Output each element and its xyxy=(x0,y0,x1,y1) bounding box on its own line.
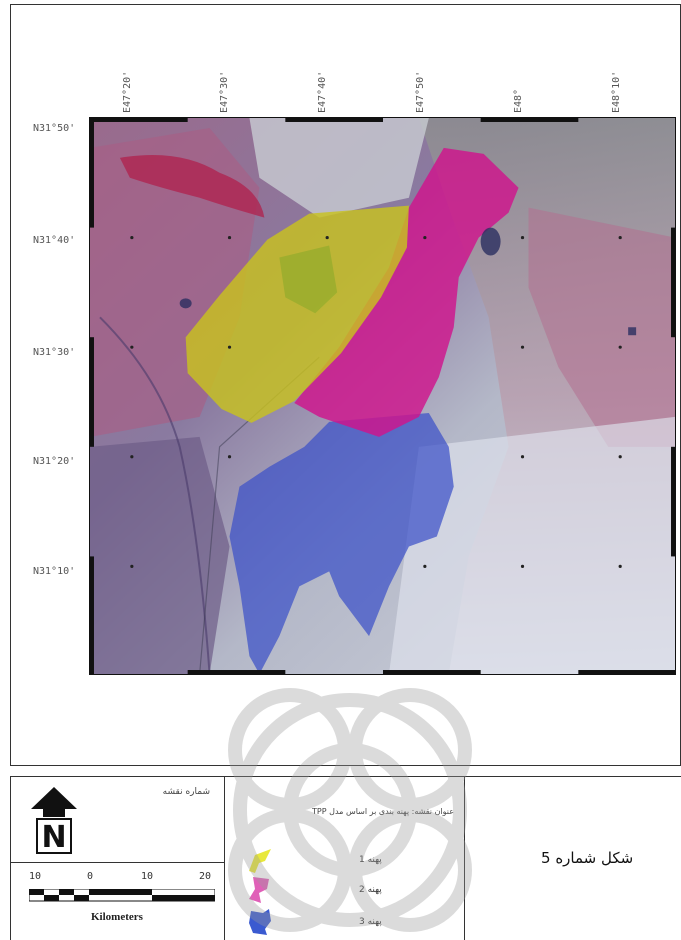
frame-segment xyxy=(187,670,286,674)
graticule-point xyxy=(130,345,134,349)
north-arrow-icon: N xyxy=(31,787,77,855)
map-number-label: شماره نقشه xyxy=(162,787,210,797)
northern-plain xyxy=(249,118,429,218)
scale-bar-segment xyxy=(74,895,89,901)
frame-segment xyxy=(90,118,188,122)
graticule-point xyxy=(520,564,525,568)
lon-tick: E47°40' xyxy=(317,70,328,113)
scale-bar-segment xyxy=(89,889,152,895)
legend-panel: N شماره نقشه 10 0 10 20 Kilometers عنوان… xyxy=(10,776,681,940)
map-canvas xyxy=(90,118,675,674)
zone-3-swatch-shape xyxy=(249,909,271,935)
legend-item-zone-3: پهنه 3 xyxy=(245,907,455,937)
zone-1-swatch xyxy=(249,849,271,873)
scale-bar-segment xyxy=(59,889,74,895)
lake xyxy=(480,227,501,256)
scale-bar: 10 0 10 20 Kilometers xyxy=(29,871,219,931)
lat-tick: N31°30' xyxy=(33,347,76,358)
caption-cell: شکل شماره 5 xyxy=(465,777,681,940)
zone-2-polygon xyxy=(294,147,519,437)
graticule-point xyxy=(618,345,622,349)
frame-segment xyxy=(382,670,481,674)
north-cell: N شماره نقشه xyxy=(11,777,225,863)
graticule-point xyxy=(423,235,427,240)
legend-cell: عنوان نقشه: پهنه بندی بر اساس مدل TPP په… xyxy=(225,777,465,940)
north-arrow-head xyxy=(31,787,77,817)
graticule-point xyxy=(130,564,134,568)
graticule-point xyxy=(227,455,232,459)
scale-label: 10 xyxy=(141,871,154,882)
frame-segment xyxy=(90,337,94,447)
scale-bar-segment xyxy=(44,895,59,901)
frame-segment xyxy=(578,670,675,674)
frame-border xyxy=(90,118,675,674)
frame-segment xyxy=(671,227,675,338)
graticule-point xyxy=(520,345,525,349)
satellite-map[interactable] xyxy=(89,117,676,675)
eastern-fields xyxy=(528,207,675,447)
graticule-point xyxy=(618,235,622,240)
lake xyxy=(179,298,192,309)
zone-3-swatch xyxy=(249,909,271,935)
lon-tick: E47°50' xyxy=(415,70,426,113)
legend-label: پهنه 1 xyxy=(359,855,382,865)
scale-bar-graphic xyxy=(29,889,215,902)
graticule-point xyxy=(520,455,525,459)
graticule-point xyxy=(227,235,232,240)
river xyxy=(99,316,211,674)
scale-label: 10 xyxy=(29,871,42,882)
legend-item-zone-1: پهنه 1 xyxy=(245,845,455,875)
frame-segment xyxy=(90,556,94,674)
lat-tick: N31°40' xyxy=(33,235,76,246)
lon-tick: E47°30' xyxy=(219,70,230,113)
frame-segment xyxy=(90,118,94,228)
scale-bar-segment xyxy=(29,889,44,895)
legend-item-zone-2: پهنه 2 xyxy=(245,875,455,905)
wetland xyxy=(119,155,265,218)
zone-1-green-patch xyxy=(279,245,338,314)
graticule-point xyxy=(618,564,622,568)
graticule-point xyxy=(325,235,329,240)
graticule-point xyxy=(130,235,134,240)
zone-2-swatch xyxy=(249,877,269,903)
legend-label: پهنه 3 xyxy=(359,917,382,927)
graticule-point xyxy=(520,235,525,240)
lat-tick: N31°20' xyxy=(33,456,76,467)
lat-tick: N31°10' xyxy=(33,566,76,577)
bright-plain xyxy=(388,416,675,674)
lon-tick: E48°10' xyxy=(611,70,622,113)
frame-segment xyxy=(285,118,383,122)
frame-segment xyxy=(480,118,579,122)
lat-tick: N31°50' xyxy=(33,123,76,134)
graticule-point xyxy=(423,564,427,568)
graticule-points xyxy=(130,235,622,568)
lon-tick: E47°20' xyxy=(122,70,133,113)
zone-3-polygon xyxy=(229,412,454,674)
scale-label: 0 xyxy=(87,871,94,882)
zone-1-polygon xyxy=(185,205,409,423)
north-letter-box xyxy=(36,818,72,854)
graticule-point xyxy=(618,455,622,459)
lake xyxy=(628,327,637,336)
scale-bar-segment xyxy=(152,895,215,901)
legend-label: پهنه 2 xyxy=(359,885,382,895)
lon-tick: E48° xyxy=(513,88,524,113)
zone-1-swatch-shape xyxy=(249,849,271,873)
dark-patch xyxy=(90,436,230,674)
frame-segment xyxy=(671,446,675,557)
figure-caption: شکل شماره 5 xyxy=(541,849,634,867)
north-letter: N xyxy=(41,820,66,855)
graticule-point xyxy=(130,455,134,459)
zone-2-swatch-shape xyxy=(249,877,269,903)
scale-units: Kilometers xyxy=(91,911,143,923)
scale-label: 20 xyxy=(199,871,212,882)
scale-cell: 10 0 10 20 Kilometers xyxy=(11,863,225,940)
map-sheet: E47°20' E47°30' E47°40' E47°50' E48° E48… xyxy=(10,4,681,766)
legend-title: عنوان نقشه: پهنه بندی بر اساس مدل TPP xyxy=(312,807,454,816)
graticule-point xyxy=(227,345,232,349)
